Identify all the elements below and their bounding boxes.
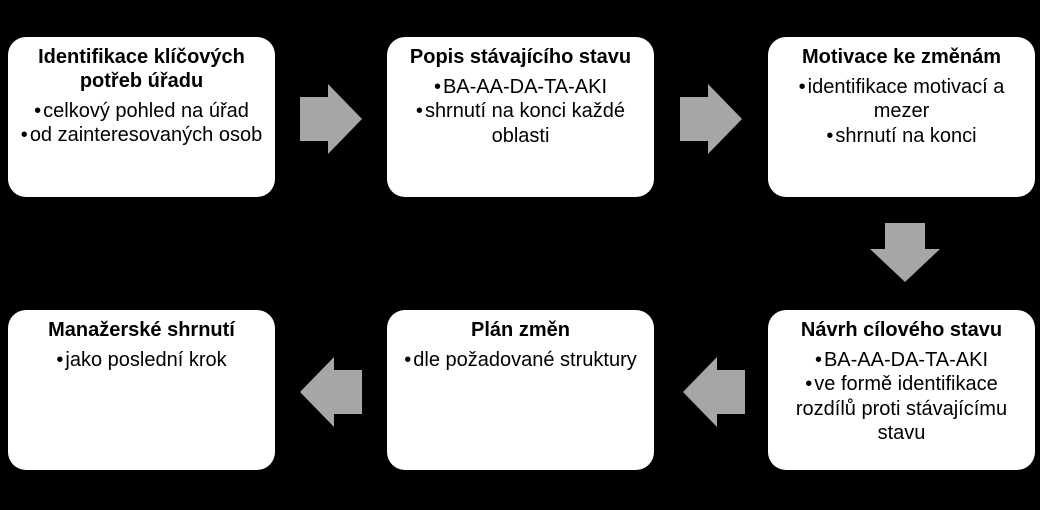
bullet-text: shrnutí na konci [835, 124, 977, 147]
bullet-marker: • [826, 124, 834, 147]
bullet-item: •shrnutí na konci [778, 124, 1025, 148]
arrow-left-icon [683, 357, 745, 427]
step-box-3: Motivace ke změnám •identifikace motivac… [768, 37, 1035, 197]
arrow-down-icon [870, 223, 940, 282]
bullet-marker: • [805, 373, 813, 396]
arrow-left-icon [300, 357, 362, 427]
step-box-4: Návrh cílového stavu •BA-AA-DA-TA-AKI •v… [768, 310, 1035, 470]
arrow-right-icon [680, 84, 742, 154]
bullet-item: •ve formě identifikace rozdílů proti stá… [778, 372, 1025, 445]
bullet-item: •identifikace motivací a mezer [778, 75, 1025, 124]
bullet-item: •shrnutí na konci každé oblasti [397, 99, 644, 148]
bullet-marker: • [34, 100, 42, 122]
arrow-right-icon [300, 84, 362, 154]
step-box-5: Plán změn •dle požadované struktury [387, 310, 654, 470]
bullet-item: •celkový pohled na úřad [18, 99, 265, 123]
step-3-title: Motivace ke změnám [802, 46, 1001, 68]
bullet-marker: • [798, 76, 806, 98]
step-5-title: Plán změn [471, 319, 570, 341]
bullet-item: •BA-AA-DA-TA-AKI [778, 348, 1025, 372]
bullet-item: •BA-AA-DA-TA-AKI [397, 75, 644, 99]
bullet-item: •dle požadované struktury [397, 348, 644, 372]
bullet-text: celkový pohled na úřad [43, 100, 249, 122]
step-1-title: Identifikace klíčových potřeb úřadu [38, 46, 245, 92]
bullet-text: shrnutí na konci každé oblasti [424, 100, 626, 147]
bullet-marker: • [404, 349, 412, 371]
bullet-text: jako poslední krok [65, 349, 227, 371]
bullet-text: BA-AA-DA-TA-AKI [823, 349, 989, 371]
bullet-text: od zainteresovaných osob [29, 124, 263, 147]
bullet-item: •od zainteresovaných osob [18, 123, 265, 147]
bullet-item: •jako poslední krok [18, 348, 265, 372]
bullet-marker: • [415, 100, 423, 123]
bullet-marker: • [433, 76, 441, 98]
bullet-marker: • [20, 124, 28, 147]
screen-right-edge-line [1040, 0, 1042, 510]
step-box-1: Identifikace klíčových potřeb úřadu •cel… [8, 37, 275, 197]
step-6-title: Manažerské shrnutí [48, 319, 235, 341]
bullet-marker: • [814, 349, 822, 371]
step-box-6: Manažerské shrnutí •jako poslední krok [8, 310, 275, 470]
step-2-title: Popis stávajícího stavu [409, 46, 632, 68]
bullet-text: ve formě identifikace rozdílů proti stáv… [795, 373, 1008, 445]
bullet-text: dle požadované struktury [413, 349, 637, 371]
bullet-text: BA-AA-DA-TA-AKI [442, 76, 608, 98]
bullet-marker: • [56, 349, 64, 371]
bullet-text: identifikace motivací a mezer [807, 76, 1005, 123]
step-4-title: Návrh cílového stavu [800, 319, 1003, 341]
step-box-2: Popis stávajícího stavu •BA-AA-DA-TA-AKI… [387, 37, 654, 197]
